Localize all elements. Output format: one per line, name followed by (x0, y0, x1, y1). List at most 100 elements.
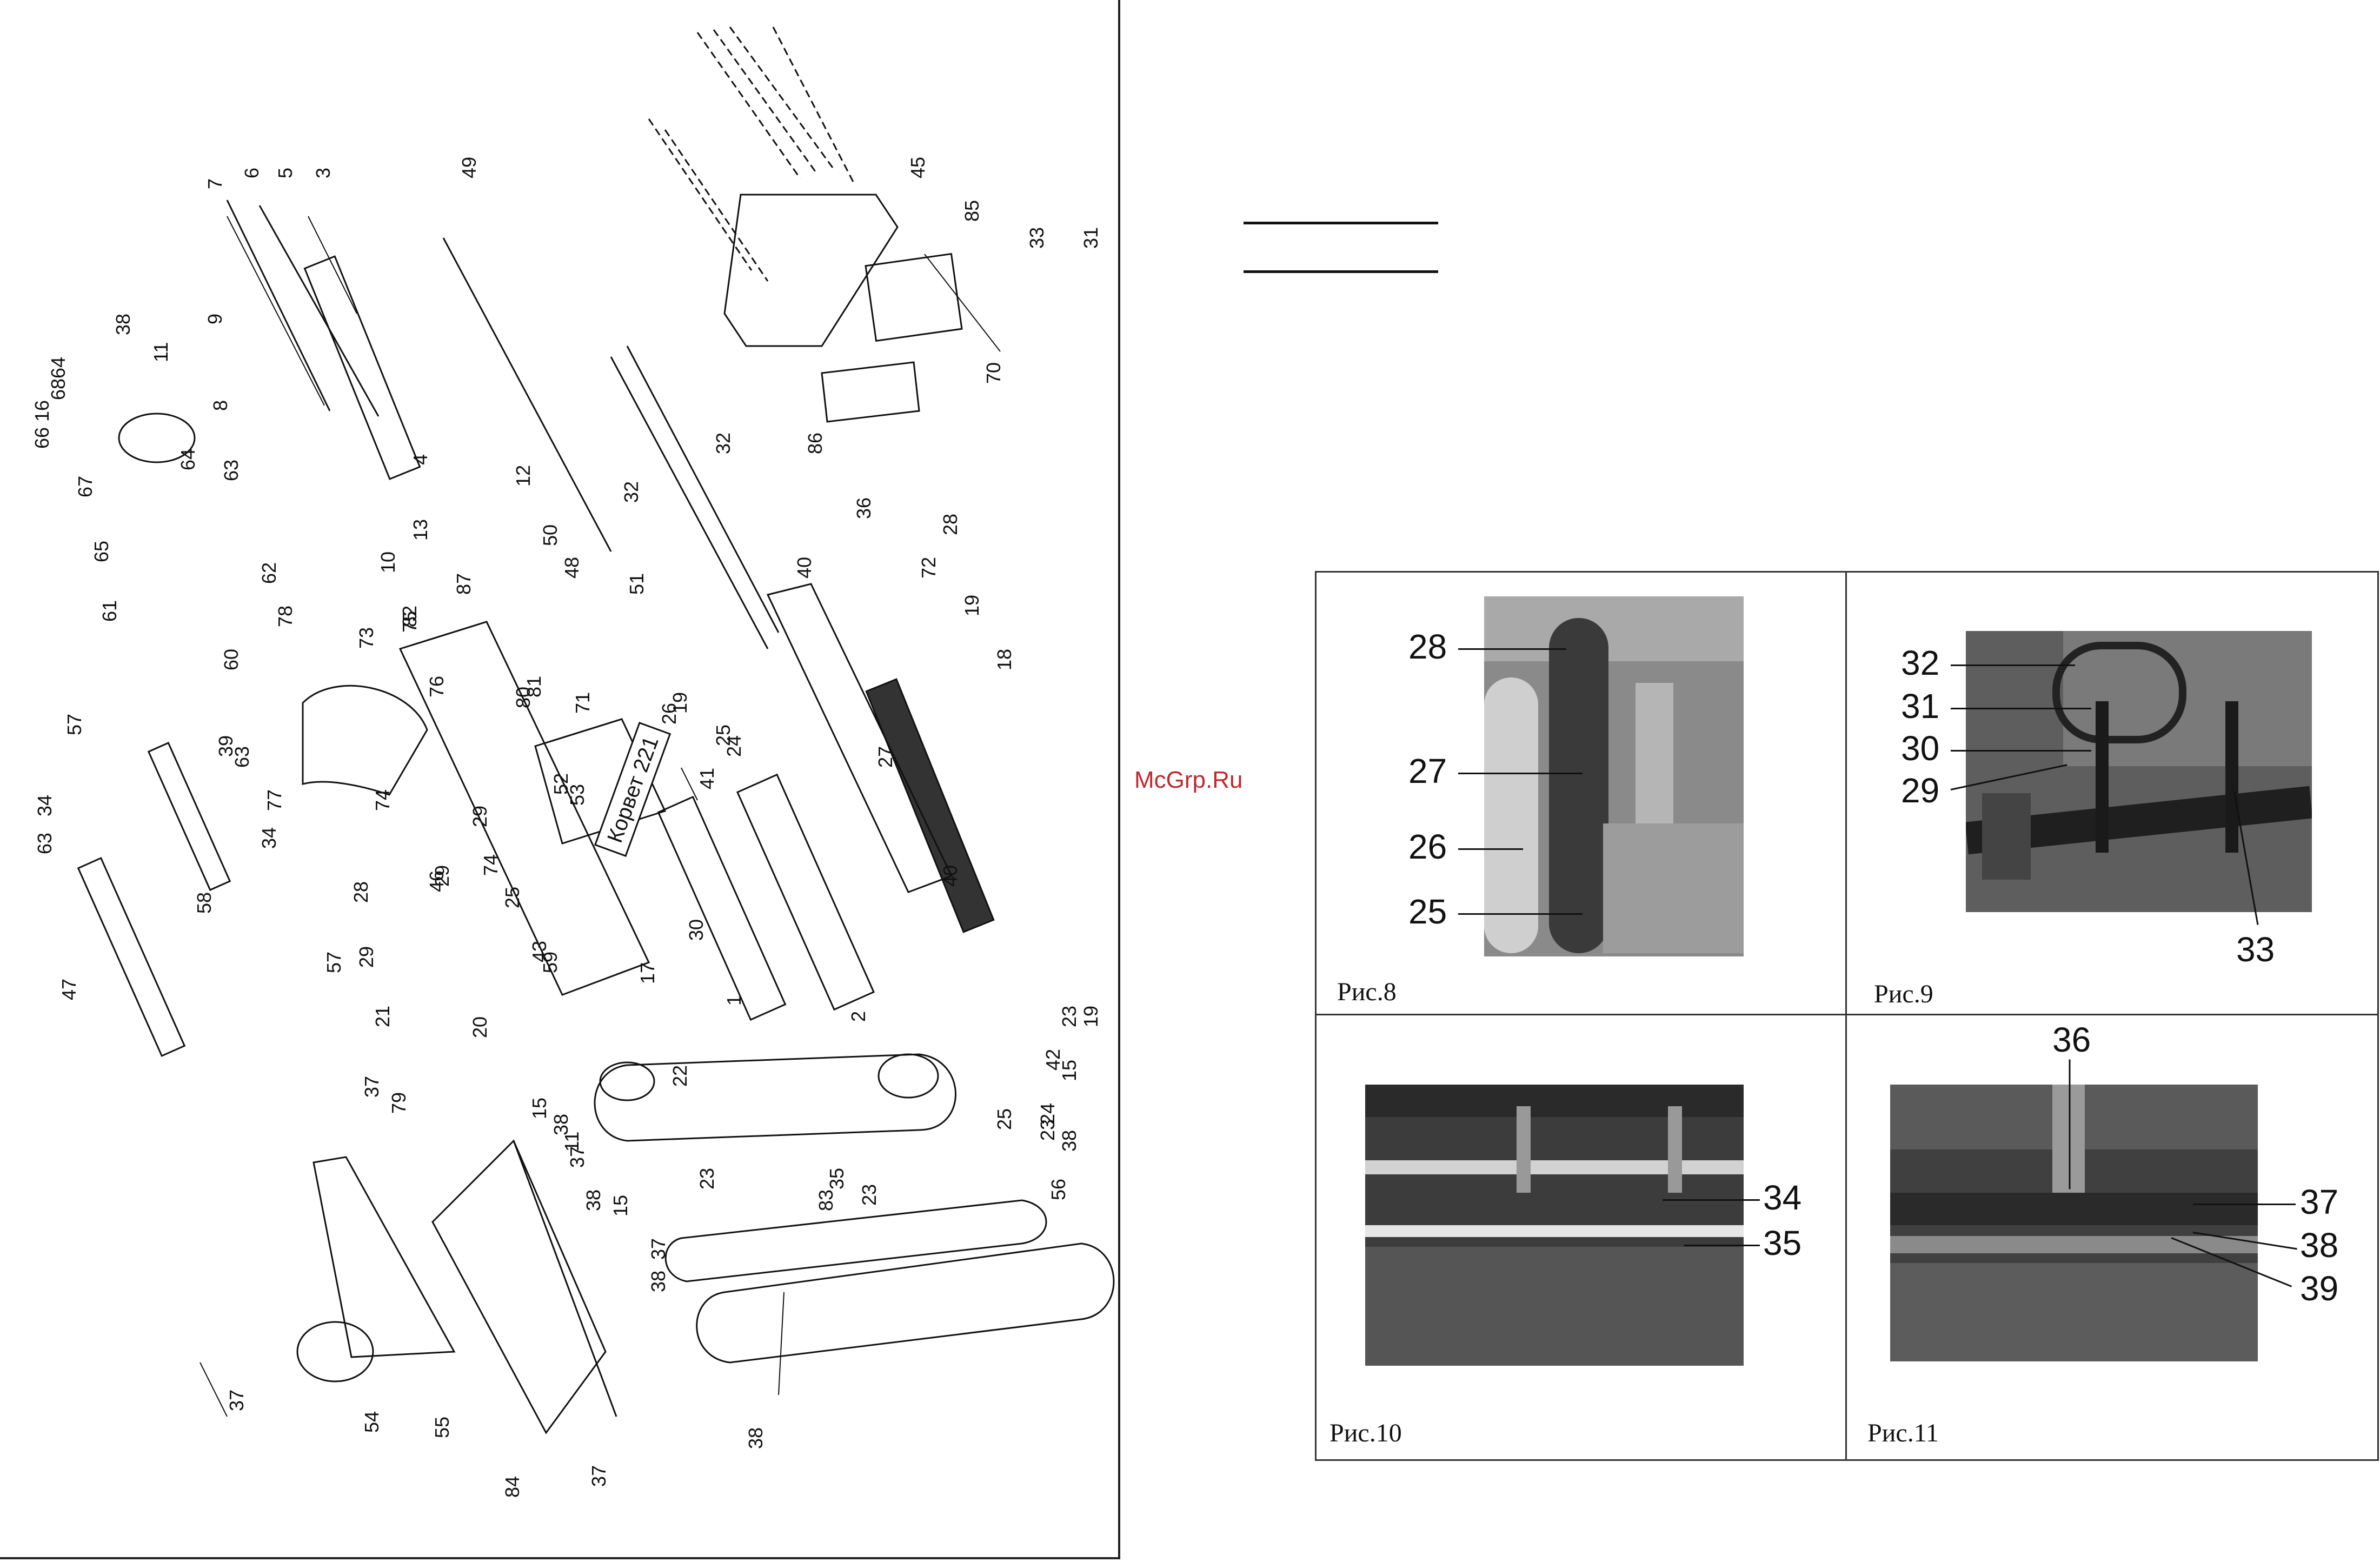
figure-9-caption: Рис.9 (1874, 980, 1933, 1008)
frame-block-top (723, 194, 899, 347)
part-label-34: 34 (34, 795, 56, 816)
part-label-38: 38 (582, 1189, 604, 1211)
part-label-87: 87 (453, 573, 475, 595)
part-label-86: 86 (804, 433, 826, 454)
part-label-22: 22 (669, 1065, 691, 1087)
callout-34: 34 (1763, 1178, 1802, 1217)
part-label-31: 31 (1080, 227, 1102, 249)
handwheel-66 (118, 413, 196, 463)
figure-11-photo (1890, 1085, 2258, 1361)
part-label-63: 63 (220, 460, 242, 481)
part-label-1: 1 (723, 995, 745, 1006)
part-label-53: 53 (566, 784, 588, 806)
part-label-20: 20 (469, 1016, 491, 1038)
part-label-79: 79 (388, 1092, 410, 1114)
part-label-29: 29 (469, 806, 491, 827)
part-label-37: 37 (225, 1390, 248, 1411)
callout-26: 26 (1408, 827, 1447, 866)
bed-54 (431, 1139, 607, 1434)
part-label-8: 8 (209, 400, 231, 411)
leader-lines (200, 216, 1001, 1417)
callout-38: 38 (2300, 1226, 2339, 1265)
figure-10-photo (1365, 1085, 1744, 1366)
part-label-25: 25 (501, 887, 523, 908)
housing-frame (398, 621, 650, 996)
figure-9: 32 31 30 29 33 Рис.9 (1847, 573, 2379, 1014)
part-label-6: 6 (241, 168, 263, 178)
guard-84 (696, 1242, 1115, 1364)
part-label-49: 49 (458, 157, 480, 178)
shaft-32a (610, 356, 769, 649)
belt-83 (664, 1199, 1047, 1282)
part-label-65: 65 (90, 541, 112, 562)
figure-11-caption: Рис.11 (1867, 1419, 1939, 1447)
part-label-80: 80 (512, 687, 534, 708)
machine-outline (648, 26, 855, 282)
part-label-62: 62 (258, 562, 280, 584)
heading-rule-1 (1244, 222, 1438, 224)
control-box-85 (865, 252, 963, 342)
part-label-70: 70 (982, 362, 1005, 384)
part-label-50: 50 (539, 524, 561, 546)
part-label-39: 39 (215, 735, 237, 757)
figure-8-caption: Рис.8 (1337, 978, 1397, 1006)
part-label-9: 9 (204, 314, 226, 324)
part-label-63: 63 (231, 746, 253, 768)
part-label-15: 15 (609, 1195, 631, 1217)
figure-11: 36 37 38 39 Рис.11 (1847, 1015, 2379, 1461)
part-label-15: 15 (1058, 1060, 1080, 1081)
part-label-3: 3 (312, 168, 334, 178)
part-label-63: 63 (34, 833, 56, 854)
callout-31: 31 (1901, 687, 1940, 726)
part-label-17: 17 (636, 962, 659, 984)
shaft-6 (258, 205, 380, 417)
part-label-58: 58 (193, 892, 215, 914)
part-label-37: 37 (647, 1238, 669, 1260)
part-label-81: 81 (523, 676, 545, 697)
pulley-17 (877, 1053, 939, 1099)
callout-30: 30 (1901, 729, 1940, 768)
figure-8: 28 27 26 25 Рис.8 (1317, 573, 1845, 1014)
part-label-46: 46 (426, 870, 448, 892)
part-label-59: 59 (539, 952, 561, 973)
part-label-28: 28 (939, 514, 961, 535)
part-label-83: 83 (815, 1189, 837, 1211)
callout-35: 35 (1763, 1224, 1802, 1262)
part-label-5: 5 (274, 168, 296, 178)
part-label-2: 2 (847, 1011, 869, 1022)
part-label-38: 38 (1058, 1130, 1080, 1152)
part-label-26: 26 (658, 703, 680, 724)
bed-55 (513, 1140, 617, 1417)
part-label-85: 85 (961, 200, 983, 222)
part-label-84: 84 (501, 1476, 523, 1498)
part-label-43: 43 (528, 941, 550, 962)
part-label-38: 38 (112, 314, 134, 335)
part-label-42: 42 (1042, 1049, 1064, 1071)
part-label-56: 56 (1047, 1179, 1069, 1200)
housing-side (534, 718, 667, 845)
part-label-71: 71 (571, 692, 594, 714)
shaft-32b (626, 345, 780, 633)
part-label-11: 11 (150, 342, 172, 362)
part-label-37: 37 (566, 1146, 588, 1168)
brand-stamp: Корвет 221 (594, 722, 672, 857)
part-label-23: 23 (1036, 1119, 1059, 1141)
part-label-57: 57 (63, 714, 85, 735)
chute-56 (313, 1156, 456, 1358)
table-27 (766, 583, 953, 893)
feed-roller-18 (865, 678, 995, 933)
guard-73 (302, 684, 428, 796)
part-label-74: 74 (480, 854, 502, 876)
part-label-68: 68 (47, 378, 69, 400)
part-label-38: 38 (550, 1114, 572, 1135)
roller-41 (736, 773, 875, 1011)
part-label-51: 51 (626, 573, 648, 595)
part-label-19: 19 (1080, 1006, 1102, 1027)
part-label-57: 57 (323, 952, 345, 973)
callout-37: 37 (2300, 1182, 2339, 1221)
figure-9-photo (1966, 631, 2312, 912)
part-label-55: 55 (431, 1417, 453, 1438)
part-label-33: 33 (1026, 227, 1048, 249)
part-label-72: 72 (918, 557, 940, 579)
